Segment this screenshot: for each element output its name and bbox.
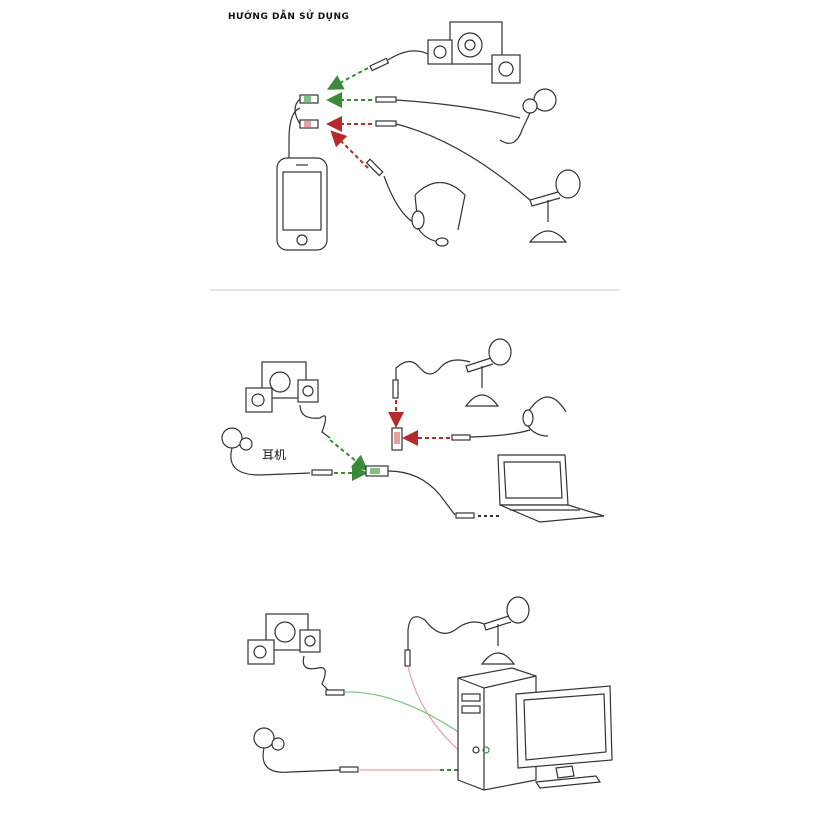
earphone-icon bbox=[253, 727, 341, 773]
headset-mic-icon bbox=[411, 181, 466, 247]
desk-mic-icon bbox=[480, 596, 530, 665]
speaker-set-icon bbox=[245, 361, 319, 413]
laptop-icon bbox=[497, 454, 605, 523]
desk-mic-icon bbox=[528, 169, 581, 243]
splitter-adapter-icon bbox=[294, 94, 319, 129]
panel-desktop bbox=[247, 596, 613, 791]
headphone-label: 耳机 bbox=[262, 448, 287, 462]
smartphone-icon bbox=[276, 157, 328, 251]
desktop-pc-icon bbox=[457, 667, 613, 791]
panel-laptop bbox=[221, 338, 605, 523]
speaker-set-icon bbox=[247, 613, 321, 665]
earphone-icon bbox=[499, 88, 557, 144]
headset-mic-icon bbox=[522, 396, 567, 437]
speaker-set-icon bbox=[427, 21, 521, 84]
panel-smartphone bbox=[276, 21, 581, 251]
earphone-icon bbox=[221, 427, 311, 476]
splitter-adapter-icon bbox=[365, 427, 456, 516]
page-title: HƯỚNG DẪN SỬ DỤNG bbox=[228, 12, 350, 22]
desk-mic-icon bbox=[464, 338, 512, 407]
